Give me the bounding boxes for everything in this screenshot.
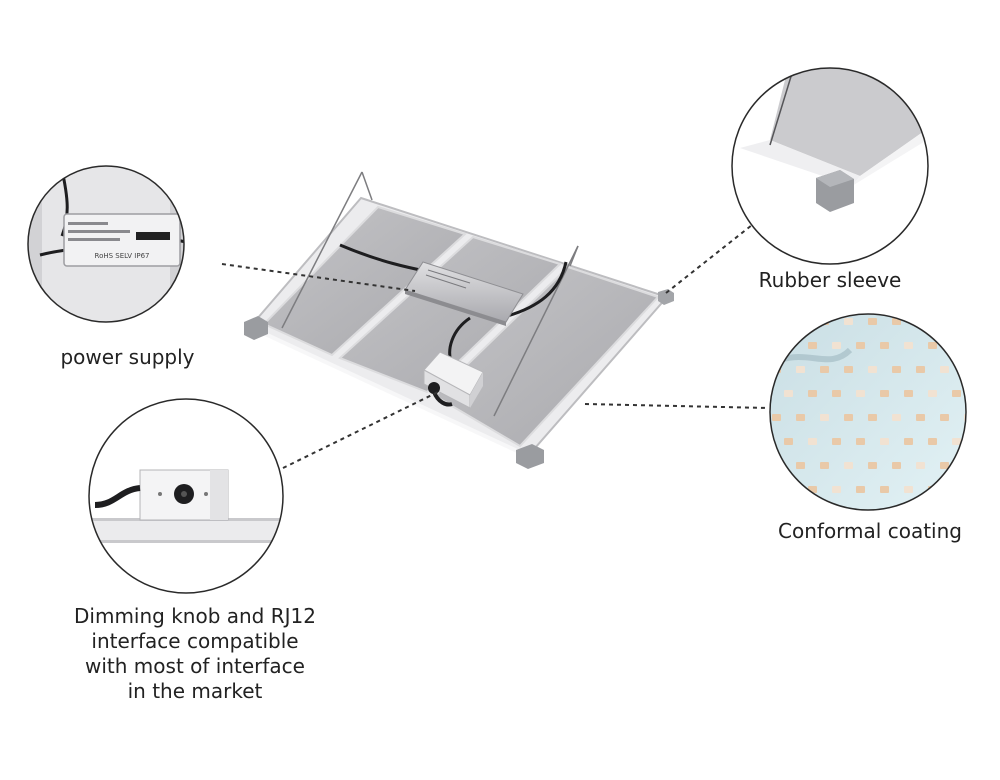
led-chip (904, 486, 913, 493)
led-chip (952, 342, 961, 349)
led-chip (772, 462, 781, 469)
led-chip (904, 342, 913, 349)
led-chip (952, 438, 961, 445)
dimmer-box (423, 351, 484, 409)
conformal-coating-callout (769, 313, 985, 517)
led-chip (808, 390, 817, 397)
led-chip (784, 390, 793, 397)
led-chip (844, 510, 853, 517)
led-chip (856, 438, 865, 445)
led-chip (964, 366, 966, 373)
led-chip (916, 366, 925, 373)
dimming-knob-callout (88, 398, 284, 594)
led-chip (916, 414, 925, 421)
led-chip (868, 462, 877, 469)
grow-light-panel (244, 171, 674, 469)
led-chip (772, 510, 781, 517)
led-chip (940, 462, 949, 469)
led-chip (892, 318, 901, 325)
led-chip (940, 510, 949, 517)
led-chip (976, 342, 985, 349)
led-chip (964, 510, 973, 517)
led-chip (964, 462, 966, 469)
led-chip (832, 486, 841, 493)
led-chip (868, 510, 877, 517)
led-chip (820, 366, 829, 373)
led-chip (844, 318, 853, 325)
led-chip (832, 342, 841, 349)
led-chip (928, 438, 937, 445)
led-chip (952, 390, 961, 397)
led-chip (892, 462, 901, 469)
led-chip (868, 366, 877, 373)
led-chip (940, 414, 949, 421)
led-chip (796, 510, 805, 517)
led-chip (868, 414, 877, 421)
led-chip (976, 486, 985, 493)
rubber-sleeve-right (658, 289, 674, 305)
led-chip (856, 486, 865, 493)
led-chip (952, 486, 961, 493)
driver-print-text: RoHS SELV IP67 (95, 252, 150, 260)
led-chip (892, 414, 901, 421)
led-chip (796, 366, 805, 373)
led-chip (880, 390, 889, 397)
led-chip (844, 462, 853, 469)
led-chip (928, 390, 937, 397)
led-chip (940, 318, 949, 325)
led-chip (916, 462, 925, 469)
led-chip (940, 366, 949, 373)
led-chip (904, 438, 913, 445)
led-chip (880, 342, 889, 349)
rubber-sleeve-label: Rubber sleeve (758, 268, 902, 292)
led-chip (832, 390, 841, 397)
led-chip (856, 390, 865, 397)
led-chip (832, 438, 841, 445)
led-chip (904, 390, 913, 397)
rubber-sleeve-callout (731, 67, 929, 265)
led-chip (868, 318, 877, 325)
rubber-sleeve-front (516, 444, 544, 469)
power-supply-label: power supply (60, 345, 195, 369)
led-chip (820, 510, 829, 517)
conformal-coating-label: Conformal coating (778, 519, 962, 543)
led-chip (784, 486, 793, 493)
led-chip (880, 438, 889, 445)
led-chip (976, 438, 985, 445)
led-chip (784, 342, 793, 349)
led-chip (772, 414, 781, 421)
led-chip (880, 486, 889, 493)
led-chip (820, 414, 829, 421)
led-chip (928, 486, 937, 493)
led-chip (916, 318, 925, 325)
led-chip (796, 462, 805, 469)
power-supply-callout: RoHS SELV IP67 (27, 165, 185, 323)
dimming-knob-label: Dimming knob and RJ12 interface compatib… (74, 604, 316, 703)
led-chip (772, 318, 781, 325)
led-chip (964, 318, 966, 325)
led-chip (844, 366, 853, 373)
led-chip (820, 462, 829, 469)
led-chip (916, 510, 925, 517)
rubber-sleeve-left (244, 316, 268, 340)
led-chip (976, 390, 985, 397)
led-chip (808, 438, 817, 445)
led-chip (796, 318, 805, 325)
led-chip (892, 366, 901, 373)
led-chip (928, 342, 937, 349)
leader-lines (221, 224, 769, 469)
led-chip (844, 414, 853, 421)
led-chip (784, 438, 793, 445)
led-chip (892, 510, 901, 517)
led-chip (856, 342, 865, 349)
led-chip (808, 342, 817, 349)
led-chip (796, 414, 805, 421)
